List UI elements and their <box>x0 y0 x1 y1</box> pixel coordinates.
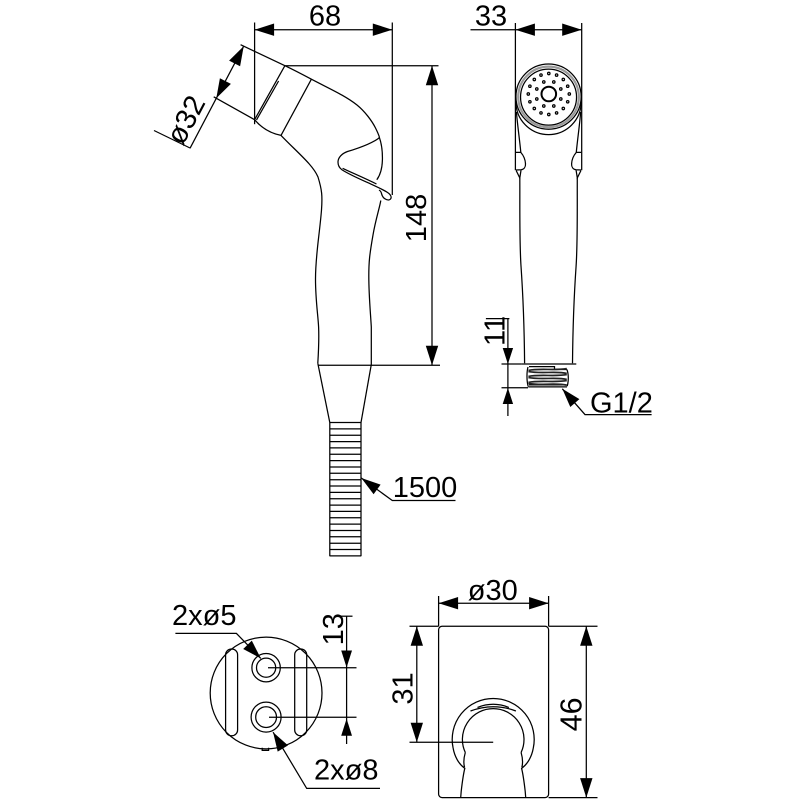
svg-text:68: 68 <box>309 1 341 33</box>
svg-text:ø32: ø32 <box>161 91 213 150</box>
svg-text:2xø8: 2xø8 <box>314 754 378 786</box>
svg-text:46: 46 <box>554 697 588 731</box>
svg-text:13: 13 <box>318 613 350 645</box>
svg-text:148: 148 <box>401 194 433 242</box>
svg-text:G1/2: G1/2 <box>590 387 653 419</box>
svg-text:31: 31 <box>388 672 420 704</box>
svg-text:33: 33 <box>475 0 507 32</box>
svg-text:2xø5: 2xø5 <box>172 600 236 632</box>
svg-text:11: 11 <box>479 316 511 346</box>
svg-text:ø30: ø30 <box>468 575 518 607</box>
svg-text:1500: 1500 <box>393 472 458 504</box>
